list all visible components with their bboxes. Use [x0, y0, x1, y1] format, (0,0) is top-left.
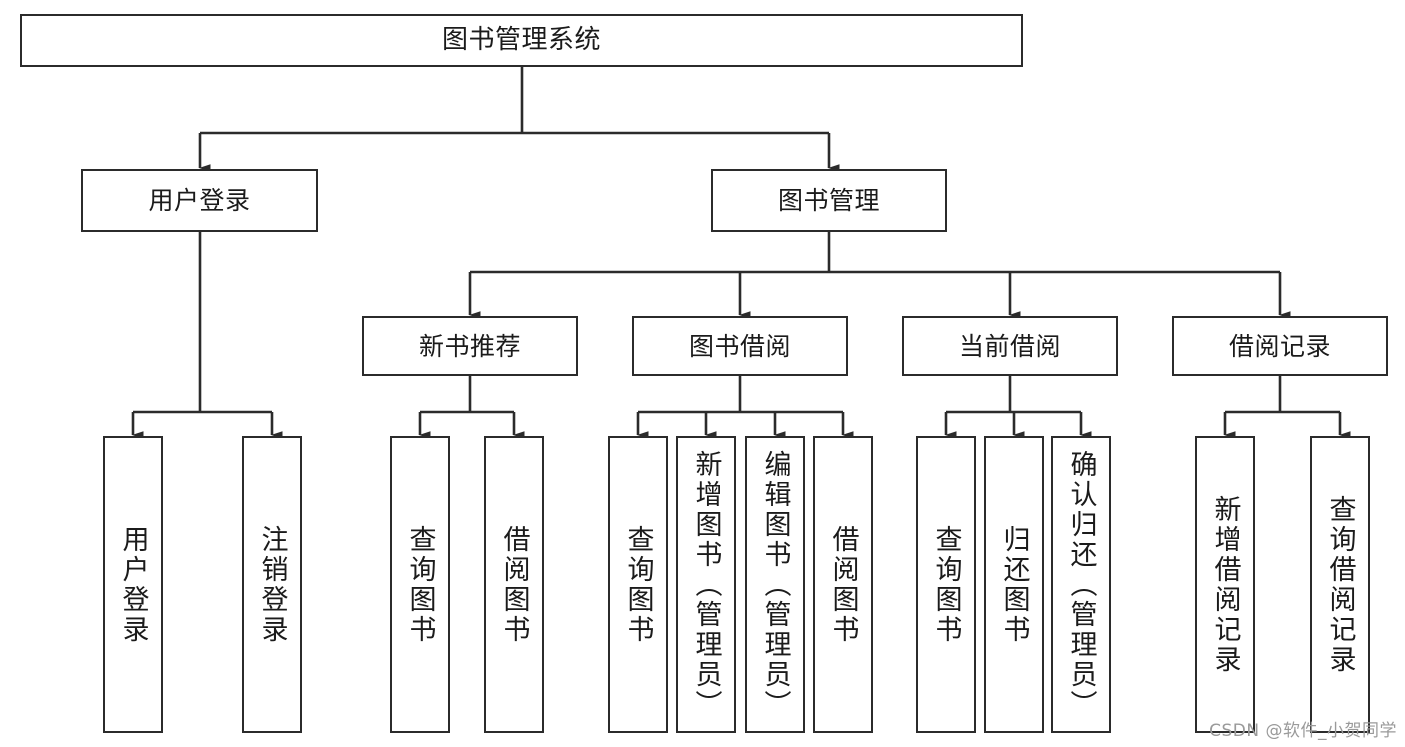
- node-label: 新增借阅记录: [1209, 494, 1241, 675]
- node-leaf9: 查询图书: [916, 436, 976, 733]
- node-l2b: 图书管理: [711, 169, 947, 232]
- node-l3a: 新书推荐: [362, 316, 578, 376]
- node-leaf5: 查询图书: [608, 436, 668, 733]
- csdn-watermark: CSDN @软件_小贺同学: [1209, 721, 1397, 741]
- node-leaf3: 查询图书: [390, 436, 450, 733]
- node-label: 归还图书: [998, 524, 1030, 645]
- node-leaf2: 注销登录: [242, 436, 302, 733]
- node-label: 图书管理系统: [441, 25, 601, 56]
- node-leaf7: 编辑图书（管理员）: [745, 436, 805, 733]
- node-label: 用户登录: [148, 186, 251, 215]
- node-label: 查询图书: [404, 524, 436, 645]
- node-leaf12: 新增借阅记录: [1195, 436, 1255, 733]
- node-label: 注销登录: [256, 524, 288, 645]
- node-label: 图书借阅: [688, 331, 791, 361]
- node-label: 编辑图书（管理员）: [759, 449, 791, 720]
- node-l3c: 当前借阅: [902, 316, 1118, 376]
- node-l2a: 用户登录: [81, 169, 318, 232]
- node-leaf11: 确认归还（管理员）: [1051, 436, 1111, 733]
- node-label: 当前借阅: [958, 331, 1061, 361]
- node-label: 借阅图书: [498, 524, 530, 645]
- node-label: 用户登录: [117, 524, 149, 645]
- node-label: 查询图书: [622, 524, 654, 645]
- node-label: 借阅图书: [827, 524, 859, 645]
- node-label: 图书管理: [777, 186, 880, 215]
- node-label: 确认归还（管理员）: [1065, 449, 1097, 720]
- node-root: 图书管理系统: [20, 14, 1023, 67]
- node-label: 新书推荐: [418, 331, 521, 361]
- node-leaf6: 新增图书（管理员）: [676, 436, 736, 733]
- node-label: 查询借阅记录: [1324, 494, 1356, 675]
- node-leaf8: 借阅图书: [813, 436, 873, 733]
- node-label: 借阅记录: [1228, 331, 1331, 361]
- node-label: 新增图书（管理员）: [690, 449, 722, 720]
- node-leaf13: 查询借阅记录: [1310, 436, 1370, 733]
- node-leaf1: 用户登录: [103, 436, 163, 733]
- node-leaf10: 归还图书: [984, 436, 1044, 733]
- node-l3b: 图书借阅: [632, 316, 848, 376]
- node-label: 查询图书: [930, 524, 962, 645]
- node-l3d: 借阅记录: [1172, 316, 1388, 376]
- node-leaf4: 借阅图书: [484, 436, 544, 733]
